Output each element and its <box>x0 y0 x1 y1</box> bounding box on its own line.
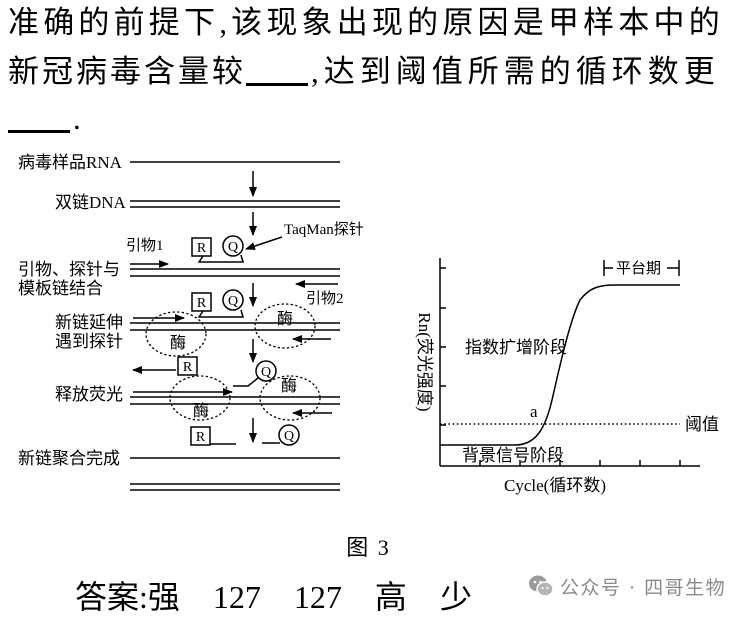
enzyme-outline-left <box>169 375 231 421</box>
quencher-circle <box>222 235 244 257</box>
enzyme-outline-right <box>259 375 321 421</box>
quencher-label: Q <box>228 240 238 255</box>
point-a-label: a <box>530 402 538 421</box>
probe-label: TaqMan探针 <box>284 221 364 238</box>
quencher-label: Q <box>228 294 238 309</box>
threshold-label: 阈值 <box>685 415 719 434</box>
plateau-label: 平台期 <box>616 260 661 277</box>
answer-blank-2 <box>8 102 70 133</box>
question-line-3-period: . <box>73 101 81 136</box>
answer-item-1: 强 <box>147 579 180 615</box>
reporter-box <box>191 292 212 312</box>
exponential-phase-label: 指数扩增阶段 <box>465 338 567 357</box>
probe-pointer-arrow <box>245 236 283 250</box>
enzyme-label: 酶 <box>170 334 186 352</box>
taqman-process-diagram: 病毒样品RNA 双链DNA TaqMan探针 引物1 R Q 引物、探针与 模板… <box>18 153 364 491</box>
question-line-2-start: 新冠病毒含量较 <box>8 54 246 89</box>
x-axis-label: Cycle(循环数) <box>504 476 606 495</box>
stage-label-rna: 病毒样品RNA <box>18 153 123 172</box>
enzyme-label: 酶 <box>193 402 209 420</box>
answer-blank-1 <box>246 55 308 86</box>
question-line-3: . <box>8 100 81 138</box>
quencher-circle <box>255 360 277 382</box>
y-axis-ticks <box>440 267 446 426</box>
primer-2-label: 引物2 <box>306 290 344 307</box>
answer-first: 答案:强 <box>75 578 180 618</box>
quencher-circle <box>278 424 300 446</box>
watermark-text: 公众号 · 四哥生物 <box>560 576 727 599</box>
stage-label-binding-2: 模板链结合 <box>18 279 103 298</box>
answer-item-3: 127 <box>293 579 342 615</box>
x-axis-ticks <box>479 460 681 466</box>
reporter-box <box>191 237 212 257</box>
watermark: 公众号 · 四哥生物 <box>528 573 726 599</box>
answer-item-2: 127 <box>212 579 261 615</box>
reporter-label: R <box>197 241 207 256</box>
reporter-box <box>190 426 211 446</box>
quencher-fragment <box>233 377 259 387</box>
quencher-label: Q <box>261 365 271 380</box>
answer-line: 答案:强 127 127 高 少 <box>75 578 472 618</box>
answer-label: 答案: <box>75 579 148 615</box>
question-line-2-end: ,达到阈值所需的循环数更 <box>311 54 720 89</box>
enzyme-label: 酶 <box>281 377 297 395</box>
fluorescence-curve <box>440 284 680 446</box>
answer-item-5: 少 <box>439 579 472 615</box>
stage-label-complete: 新链聚合完成 <box>18 449 120 468</box>
stage-label-dsdna: 双链DNA <box>55 193 127 212</box>
question-line-2: 新冠病毒含量较 ,达到阈值所需的循环数更 <box>8 53 720 91</box>
reporter-label: R <box>196 430 206 445</box>
enzyme-label: 酶 <box>277 310 293 328</box>
probe-backbone <box>197 309 244 318</box>
y-axis-label: Rn(荧光强度) <box>415 312 434 411</box>
stage-label-binding-1: 引物、探针与 <box>18 260 120 279</box>
background-phase-label: 背景信号阶段 <box>462 446 564 465</box>
quencher-label: Q <box>284 429 294 444</box>
figure-caption: 图 3 <box>346 535 391 560</box>
probe-backbone <box>197 254 244 263</box>
reporter-label: R <box>183 360 193 375</box>
question-line-1: 准确的前提下,该现象出现的原因是甲样本中的 <box>8 5 724 40</box>
wechat-icon <box>529 575 554 597</box>
amplification-curve-chart: 平台期 指数扩增阶段 a 阈值 背景信号阶段 Cycle(循环数) Rn(荧光强… <box>415 258 719 495</box>
stage-label-release: 释放荧光 <box>55 385 123 404</box>
stage-label-extension-1: 新链延伸 <box>55 313 123 332</box>
enzyme-outline-right <box>254 303 316 349</box>
enzyme-outline-left <box>145 311 207 357</box>
reporter-box <box>177 356 198 376</box>
stage-label-extension-2: 遇到探针 <box>55 332 123 351</box>
primer-1-label: 引物1 <box>126 237 164 254</box>
answer-item-4: 高 <box>374 579 407 615</box>
quencher-circle <box>222 289 244 311</box>
reporter-label: R <box>197 296 207 311</box>
